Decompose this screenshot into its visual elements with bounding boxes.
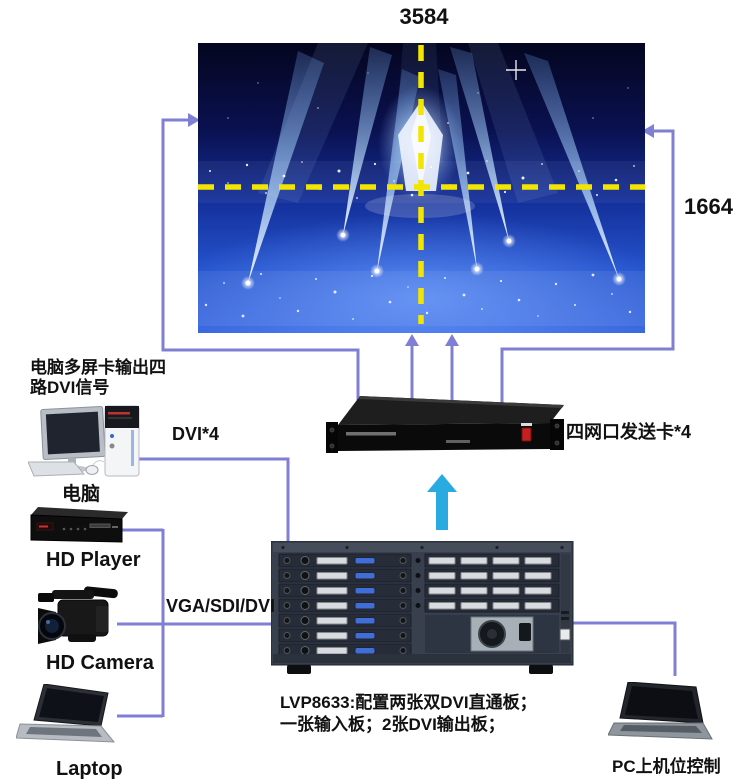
desktop-computer bbox=[27, 400, 150, 489]
camera-handle bbox=[52, 590, 94, 599]
ethernet-port bbox=[559, 628, 571, 641]
dvi4-label: DVI*4 bbox=[172, 424, 220, 444]
upload-arrow bbox=[427, 474, 457, 530]
multi-card-note: 电脑多屏卡输出四 路DVI信号 bbox=[30, 358, 166, 398]
laptop-device bbox=[15, 683, 120, 755]
pc-control-label: PC上机位控制 bbox=[612, 757, 721, 776]
viewfinder bbox=[38, 593, 54, 602]
hd-camera-device bbox=[38, 586, 126, 655]
laptop-label: Laptop bbox=[56, 758, 123, 780]
multi-card-note-line1: 电脑多屏卡输出四 bbox=[30, 358, 166, 377]
hd-player-label: HD Player bbox=[46, 549, 141, 571]
screen-width-label: 3584 bbox=[399, 4, 449, 29]
dvi4-line bbox=[135, 457, 290, 546]
dvi-output-slots bbox=[424, 553, 560, 613]
scattered-stars bbox=[227, 72, 629, 124]
video-processor bbox=[270, 540, 575, 684]
ac-inlet bbox=[519, 623, 531, 641]
input-card-slots bbox=[278, 553, 421, 658]
multi-card-note-line2: 路DVI信号 bbox=[30, 378, 110, 397]
screen-image bbox=[171, 43, 671, 383]
tower-icon bbox=[104, 405, 140, 477]
split-guides bbox=[198, 45, 645, 324]
diamond bbox=[365, 101, 475, 218]
processor-caption-line1: LVP8633:配置两张双DVI直通板； bbox=[280, 693, 537, 712]
monitor-icon bbox=[40, 406, 106, 460]
keyboard-icon bbox=[27, 461, 86, 477]
sending-card-box bbox=[324, 392, 570, 463]
vga-sdi-dvi-label: VGA/SDI/DVI bbox=[166, 596, 276, 616]
arrow-up-2 bbox=[445, 334, 459, 346]
sending-card-label: 四网口发送卡*4 bbox=[566, 422, 692, 442]
computer-label: 电脑 bbox=[62, 484, 101, 505]
hd-camera-label: HD Camera bbox=[46, 652, 154, 674]
screen-height-label: 1664 bbox=[684, 194, 733, 219]
processor-caption: LVP8633:配置两张双DVI直通板； 一张输入板；2张DVI输出板； bbox=[280, 692, 537, 736]
mouse-icon bbox=[85, 465, 99, 475]
arrow-up-1 bbox=[405, 334, 419, 346]
star-cross-icon bbox=[506, 60, 526, 80]
pc-control-line bbox=[572, 621, 677, 676]
front-text-strip bbox=[346, 432, 396, 436]
processor-caption-line2: 一张输入板；2张DVI输出板； bbox=[280, 715, 505, 734]
power-switch bbox=[521, 427, 532, 442]
led-video-wall bbox=[171, 43, 671, 383]
disc-tray bbox=[89, 523, 111, 528]
hd-player-device bbox=[28, 506, 132, 553]
control-pc-device bbox=[607, 681, 714, 753]
